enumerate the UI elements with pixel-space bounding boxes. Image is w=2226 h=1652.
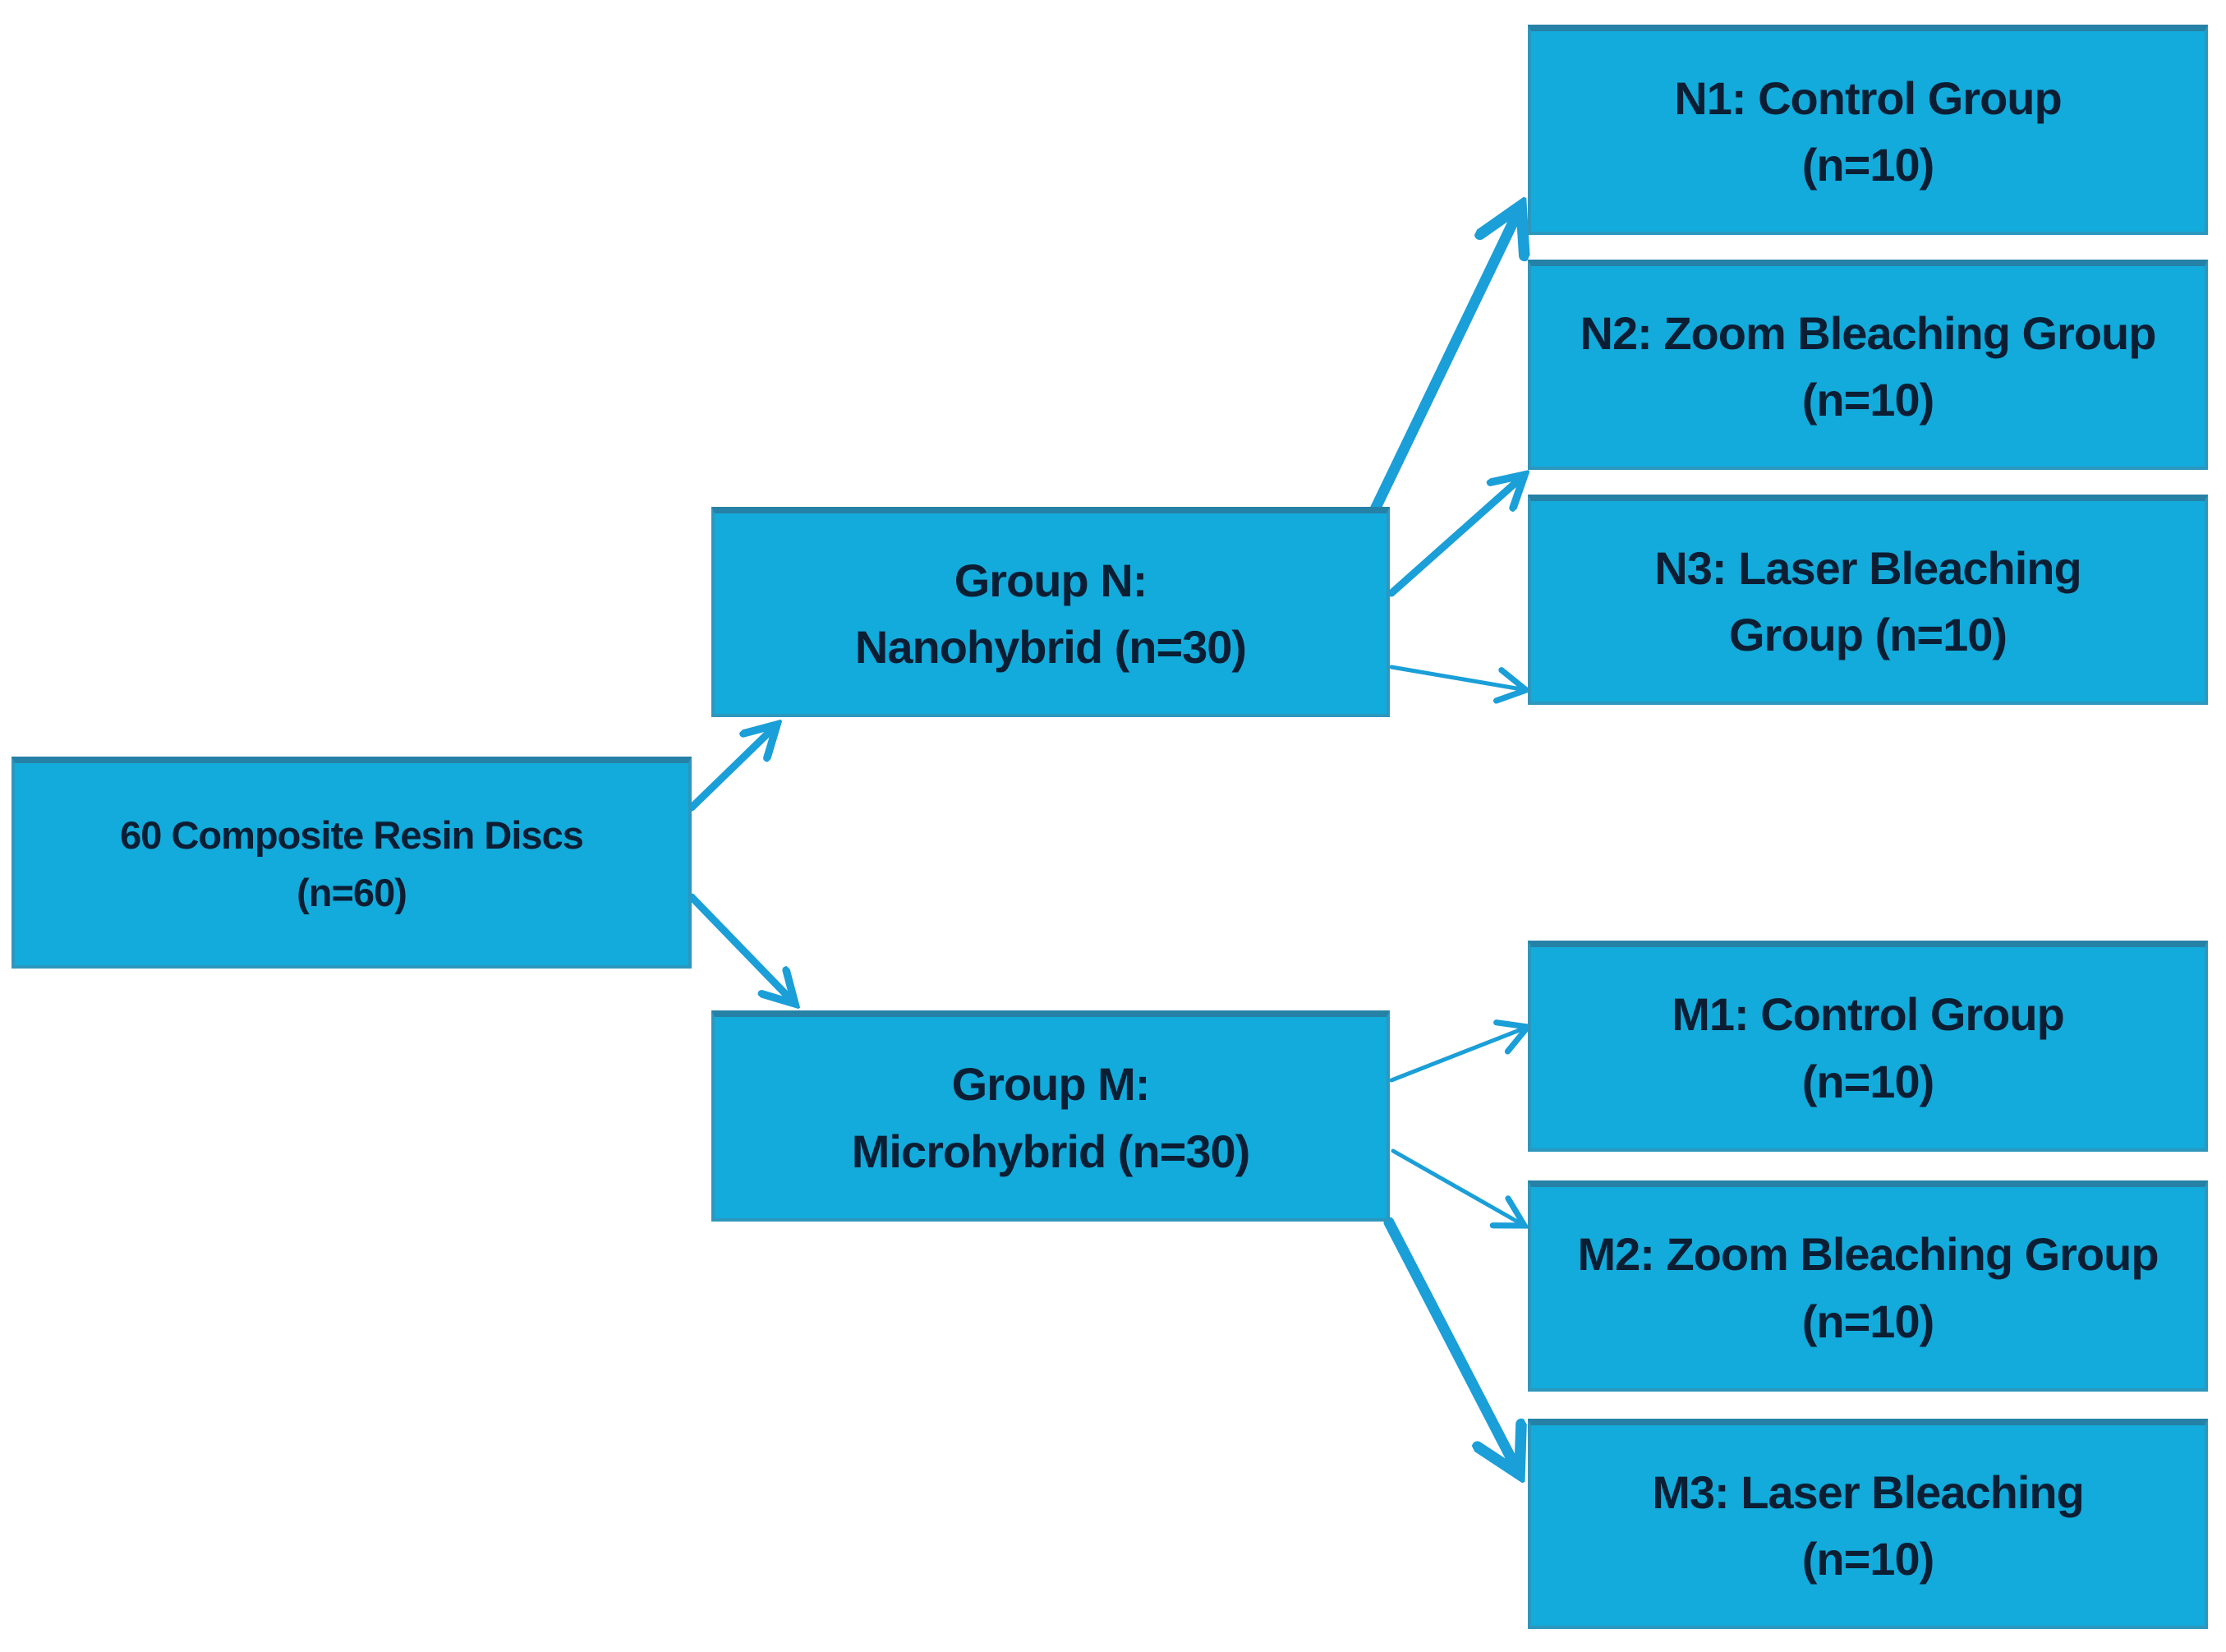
node-m3-laser-bleaching: M3: Laser Bleaching (n=10) [1528, 1419, 2208, 1629]
node-m3-count: (n=10) [1801, 1533, 1934, 1585]
arrow-root-to-group-m [688, 893, 795, 1004]
node-n3-count: Group (n=10) [1728, 609, 2008, 660]
node-group-n-title: Group N: [954, 554, 1148, 606]
node-group-n: Group N: Nanohybrid (n=30) [711, 507, 1390, 717]
node-m1-title: M1: Control Group [1672, 988, 2065, 1041]
node-total-sample: 60 Composite Resin Discs (n=60) [11, 757, 692, 969]
node-m1-control: M1: Control Group (n=10) [1528, 941, 2208, 1152]
node-group-n-count: Nanohybrid (n=30) [854, 621, 1247, 673]
node-m2-count: (n=10) [1801, 1295, 1934, 1347]
node-m2-zoom-bleaching: M2: Zoom Bleaching Group (n=10) [1528, 1180, 2208, 1392]
node-n1-count: (n=10) [1801, 139, 1934, 191]
node-n2-count: (n=10) [1801, 374, 1934, 426]
arrow-group-n-to-n2 [1387, 475, 1525, 597]
node-group-m-count: Microhybrid (n=30) [851, 1125, 1251, 1177]
arrow-group-m-to-m1 [1389, 1027, 1528, 1083]
arrow-root-to-group-n [688, 725, 777, 812]
node-n1-title: N1: Control Group [1674, 71, 2062, 124]
arrow-group-m-to-m2 [1391, 1148, 1525, 1226]
node-group-m: Group M: Microhybrid (n=30) [711, 1010, 1390, 1222]
node-n3-laser-bleaching: N3: Laser Bleaching Group (n=10) [1528, 495, 2208, 705]
node-n3-title: N3: Laser Bleaching [1654, 541, 2081, 594]
node-n1-control: N1: Control Group (n=10) [1528, 25, 2208, 235]
node-group-m-title: Group M: [951, 1058, 1151, 1111]
node-n2-title: N2: Zoom Bleaching Group [1580, 306, 2157, 359]
node-m1-count: (n=10) [1801, 1055, 1934, 1107]
arrow-group-n-to-n3 [1389, 665, 1526, 690]
node-total-sample-count: (n=60) [297, 871, 407, 914]
node-n2-zoom-bleaching: N2: Zoom Bleaching Group (n=10) [1528, 260, 2208, 470]
arrow-group-n-to-n1 [1369, 205, 1521, 515]
node-m2-title: M2: Zoom Bleaching Group [1577, 1228, 2159, 1281]
node-total-sample-title: 60 Composite Resin Discs [120, 812, 584, 857]
node-m3-title: M3: Laser Bleaching [1652, 1466, 2085, 1518]
arrow-group-m-to-m3 [1383, 1217, 1520, 1475]
